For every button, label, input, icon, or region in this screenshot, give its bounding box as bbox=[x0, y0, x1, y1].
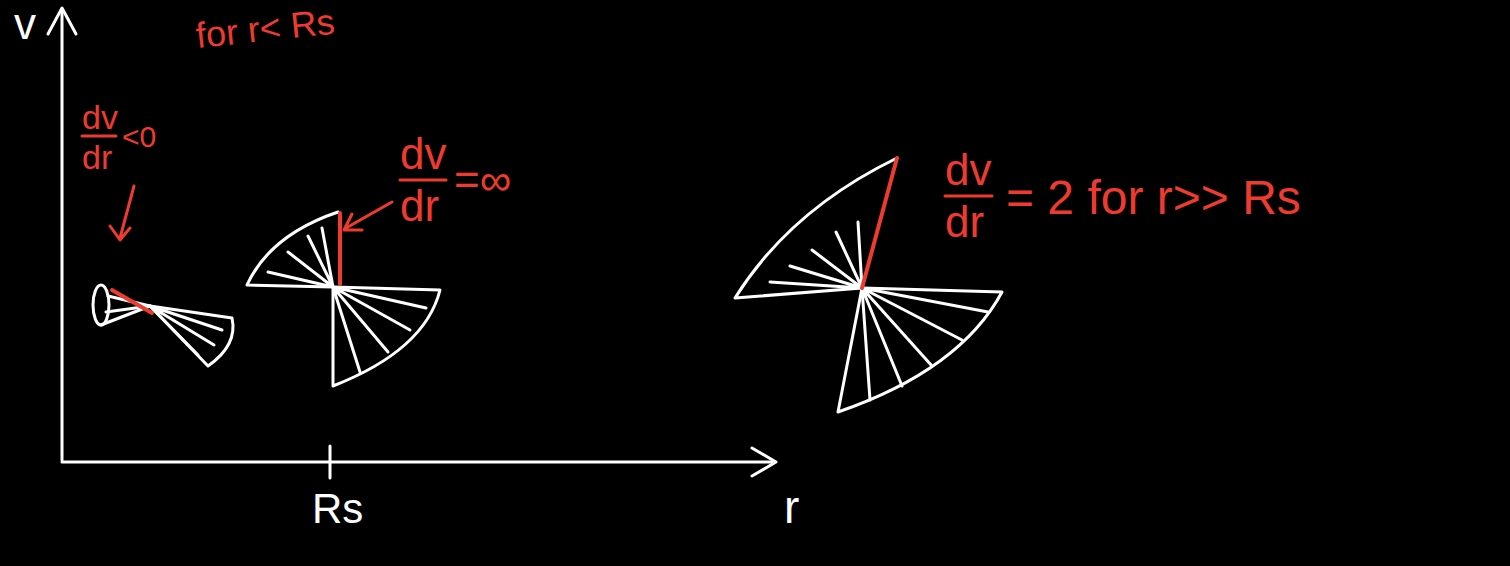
light-cone-inside bbox=[93, 285, 233, 366]
fraction-denominator: dr bbox=[82, 140, 112, 174]
cone-edge-highlight bbox=[862, 158, 897, 288]
fraction-bar bbox=[945, 195, 992, 198]
fraction-denominator: dr bbox=[400, 184, 439, 228]
fraction-bar bbox=[82, 135, 116, 138]
rs-tick bbox=[329, 446, 332, 478]
cone-edge-highlight bbox=[112, 290, 152, 313]
fraction-numerator: dv bbox=[400, 132, 446, 176]
fraction-numerator: dv bbox=[82, 100, 118, 134]
axis-label: r bbox=[784, 484, 799, 530]
r-axis bbox=[62, 461, 772, 464]
v-axis-arrowhead bbox=[48, 8, 76, 34]
slope-value: =∞ bbox=[454, 158, 511, 202]
fraction-denominator: dr bbox=[945, 200, 984, 244]
light-cone-horizon bbox=[247, 212, 440, 386]
leader-arrow bbox=[344, 202, 392, 230]
slope-value: = 2 for r>> Rs bbox=[1006, 174, 1301, 222]
region-note: for r< Rs bbox=[194, 4, 336, 54]
cone-edge-highlight bbox=[338, 213, 342, 284]
axis-tick-label: Rs bbox=[312, 488, 363, 530]
leader-arrow bbox=[110, 186, 134, 240]
light-cone-far bbox=[735, 158, 1002, 412]
axis-label: v bbox=[14, 2, 36, 46]
fraction-numerator: dv bbox=[945, 148, 991, 192]
slope-value: <0 bbox=[122, 122, 156, 152]
r-axis-arrowhead bbox=[752, 448, 776, 476]
v-axis bbox=[61, 12, 64, 460]
fraction-bar bbox=[400, 179, 446, 182]
